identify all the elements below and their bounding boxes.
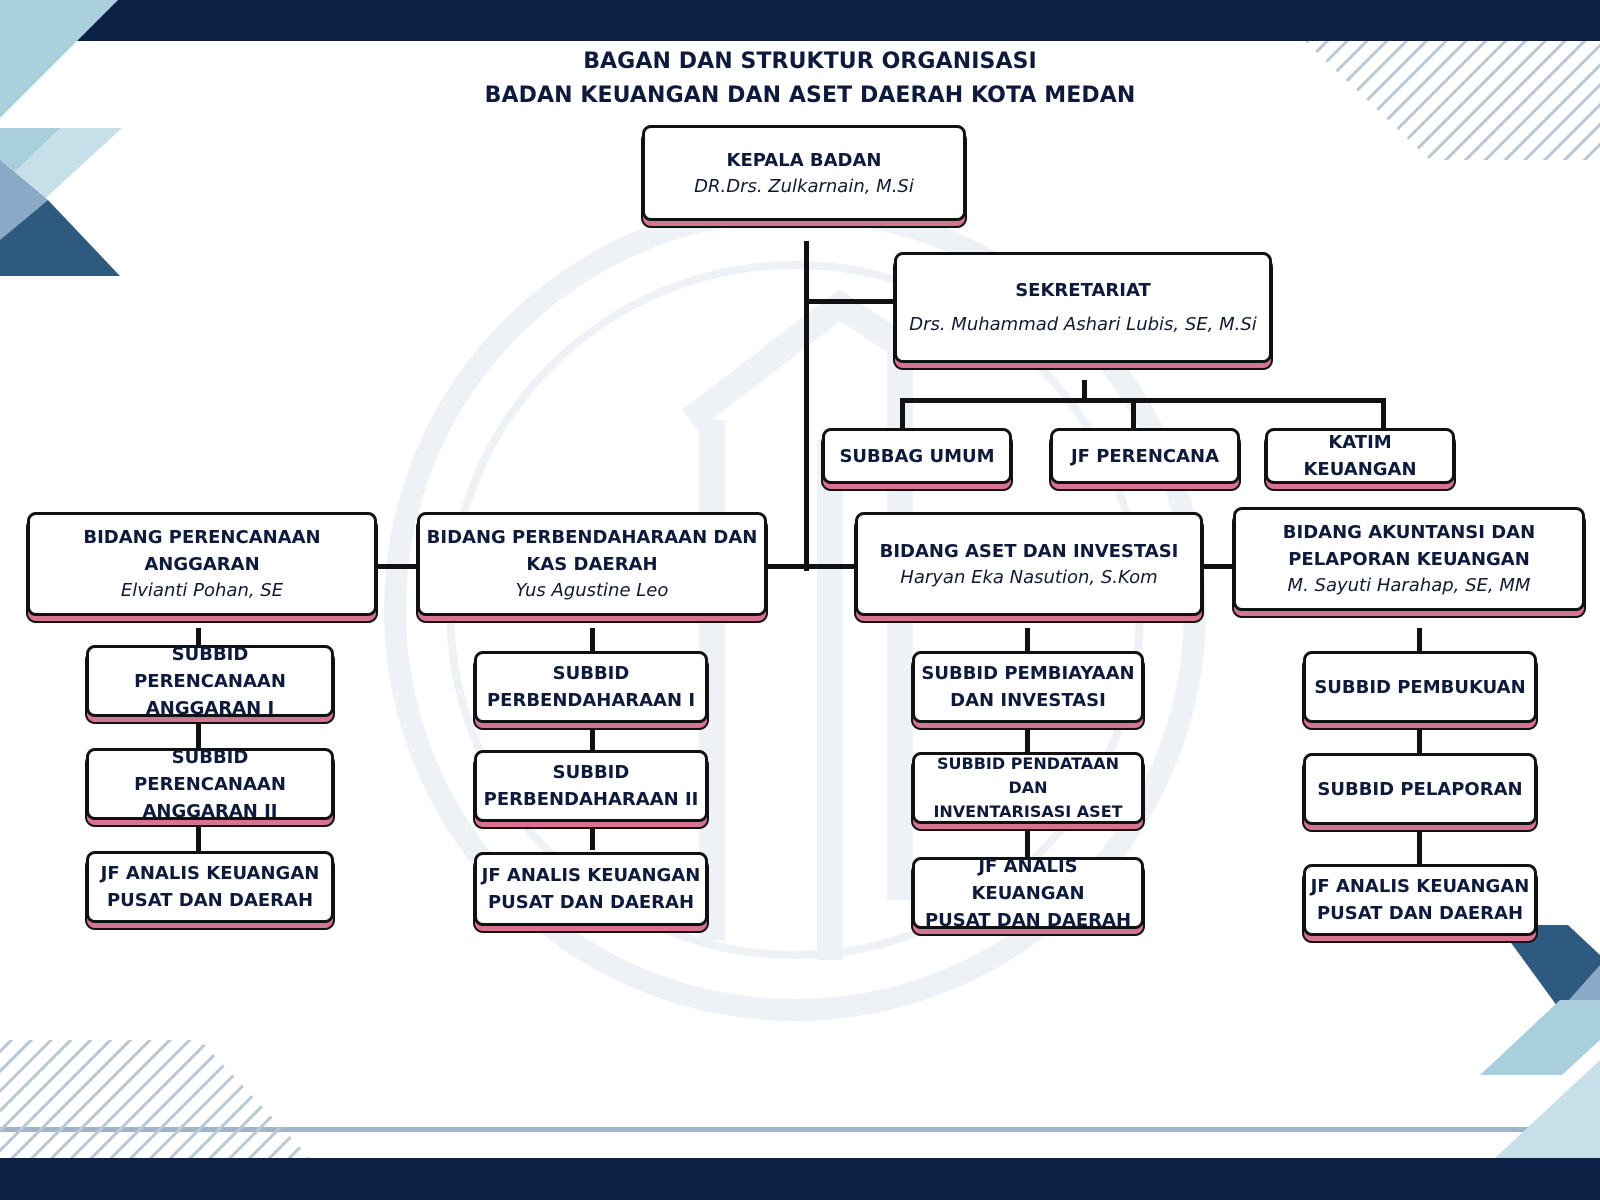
unit-box: JF ANALIS KEUANGAN PUSAT DAN DAERAH [912,856,1144,931]
node-title: PUSAT DAN DAERAH [1316,903,1524,924]
node-title: PUSAT DAN DAERAH [106,890,314,911]
node-title: SUBBID PENDATAAN DAN [936,754,1119,797]
unit-box: SUBBID PEMBUKUAN [1303,651,1537,723]
node-title: PERBENDAHARAAN II [483,789,699,810]
head-node: KEPALA BADAN DR.Drs. Zulkarnain, M.Si [642,125,966,221]
node-title: BIDANG AKUNTANSI DAN [1282,522,1536,543]
unit-box: JF ANALIS KEUANGAN PUSAT DAN DAERAH [1303,864,1537,936]
unit-box: SUBBID PEMBIAYAAN DAN INVESTASI [912,651,1144,723]
unit-box: JF ANALIS KEUANGAN PUSAT DAN DAERAH [86,851,334,923]
node-title: BIDANG ASET DAN INVESTASI [879,540,1179,562]
node-person-name: Elvianti Pohan, SE [120,580,284,601]
node-title: ANGGARAN I [145,697,275,719]
node-person-name: M. Sayuti Harahap, SE, MM [1287,575,1531,596]
node-title: INVENTARISASI ASET [933,802,1123,821]
unit-box: SUBBID PENDATAAN DAN INVENTARISASI ASET [912,752,1144,824]
unit-box: SUBBID PERENCANAAN ANGGARAN I [86,644,334,719]
node-title: JF ANALIS KEUANGAN [1310,876,1530,897]
node-title: SUBBID [552,663,630,684]
node-title: KEPALA BADAN [726,149,882,171]
node-title: SUBBID PEMBUKUAN [1314,676,1526,698]
node-title: BIDANG PERBENDAHARAAN DAN [426,527,758,548]
node-person-name: Haryan Eka Nasution, S.Kom [900,566,1158,588]
chart-subtitle: BADAN KEUANGAN DAN ASET DAERAH KOTA MEDA… [484,83,1136,108]
chart-title: BAGAN DAN STRUKTUR ORGANISASI [583,49,1037,74]
unit-box: SUBBID PERBENDAHARAAN I [474,651,708,723]
node-title: BIDANG PERENCANAAN [83,527,321,548]
division-perencanaan-anggaran: BIDANG PERENCANAAN ANGGARAN Elvianti Poh… [27,512,377,616]
node-title: JF ANALIS KEUANGAN [481,865,701,886]
node-title: PUSAT DAN DAERAH [924,909,1132,931]
unit-jf-perencana: JF PERENCANA [1050,428,1240,484]
division-perbendaharaan-kas: BIDANG PERBENDAHARAAN DAN KAS DAERAH Yus… [417,512,767,616]
unit-box: JF ANALIS KEUANGAN PUSAT DAN DAERAH [474,852,708,926]
node-person-name: Drs. Muhammad Ashari Lubis, SE, M.Si [909,314,1257,335]
unit-box: SUBBID PERENCANAAN ANGGARAN II [86,747,334,822]
node-title: DAN INVESTASI [950,690,1106,711]
unit-katim-keuangan: KATIM KEUANGAN [1265,428,1455,484]
node-title: ANGGARAN [144,554,260,575]
node-title: SUBBID [552,762,630,783]
top-banner [0,0,1600,41]
corner-triangle [0,0,118,118]
division-aset-investasi: BIDANG ASET DAN INVESTASI Haryan Eka Nas… [855,512,1203,616]
node-title: SUBBID PEMBIAYAAN [921,663,1135,684]
node-title: KAS DAERAH [526,554,658,575]
node-title: JF ANALIS KEUANGAN [100,863,320,884]
node-title: PERBENDAHARAAN I [486,690,696,711]
node-title: SUBBID PERENCANAAN [134,746,286,795]
node-person-name: Yus Agustine Leo [515,580,669,601]
division-akuntansi-pelaporan: BIDANG AKUNTANSI DAN PELAPORAN KEUANGAN … [1233,507,1585,611]
unit-subbag-umum: SUBBAG UMUM [822,428,1012,484]
unit-box: SUBBID PELAPORAN [1303,753,1537,825]
node-title: SUBBAG UMUM [839,445,995,467]
node-title: JF PERENCANA [1070,445,1220,467]
unit-box: SUBBID PERBENDAHARAAN II [474,750,708,822]
secretariat-node: SEKRETARIAT Drs. Muhammad Ashari Lubis, … [894,252,1272,363]
bottom-banner [0,1158,1600,1200]
node-title: PELAPORAN KEUANGAN [1288,549,1530,570]
node-title: SUBBID PERENCANAAN [134,643,286,692]
node-person-name: DR.Drs. Zulkarnain, M.Si [694,175,914,197]
node-title: ANGGARAN II [142,800,278,822]
node-title: JF ANALIS KEUANGAN [971,855,1085,904]
node-title: SUBBID PELAPORAN [1317,778,1523,800]
bottom-divider-line [0,1127,1552,1132]
node-title: KATIM KEUANGAN [1303,432,1417,480]
node-title: SEKRETARIAT [1015,280,1151,301]
node-title: PUSAT DAN DAERAH [487,892,695,913]
